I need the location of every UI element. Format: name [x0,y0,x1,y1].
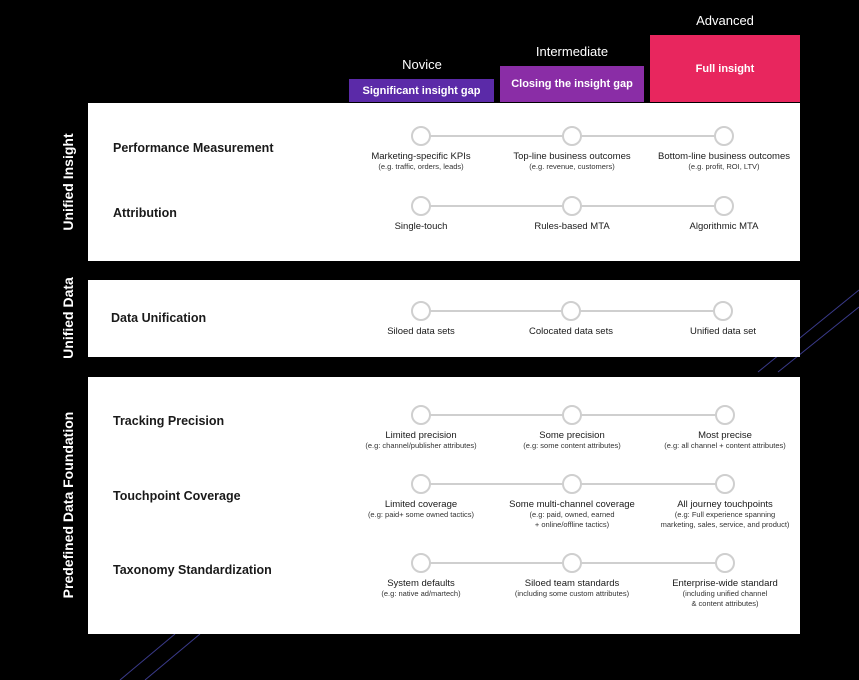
section-title-predefined-data-foundation: Predefined Data Foundation [60,411,76,599]
node-label-main: All journey touchpoints [677,499,773,510]
stage-bar-novice: Significant insight gap [349,79,494,102]
node-label-sub: (e.g: Full experience spanning [674,510,776,519]
node-label: All journey touchpoints (e.g: Full exper… [635,499,815,529]
node-label-sub: (including unified channel [682,589,768,598]
node-label-sub: (e.g: all channel + content attributes) [664,441,786,450]
node-label-sub: (e.g. profit, ROI, LTV) [688,162,760,171]
row-title-attribution: Attribution [113,206,177,220]
milestone-node [411,405,431,425]
node-label: Bottom-line business outcomes (e.g. prof… [644,151,804,172]
panel-unified-insight: Performance Measurement Marketing-specif… [88,103,800,261]
milestone-node [561,301,581,321]
node-label-main: Bottom-line business outcomes [657,151,790,162]
milestone-node [714,196,734,216]
stage-label-intermediate: Intermediate [535,44,609,59]
milestone-node [715,474,735,494]
milestone-node [562,474,582,494]
node-label-sub: & content attributes) [691,598,759,608]
milestone-node [411,474,431,494]
node-label-main: Unified data set [689,326,756,337]
node-label: Unified data set [643,326,803,337]
node-label: Top-line business outcomes (e.g. revenue… [492,151,652,172]
milestone-node [411,196,431,216]
node-label-main: Rules-based MTA [534,221,610,232]
node-label-sub: (e.g: paid, owned, earned [529,510,615,519]
row-title-data-unification: Data Unification [111,311,207,325]
stage-label-advanced: Advanced [696,13,754,28]
row-title-performance-measurement: Performance Measurement [113,141,274,155]
milestone-node [715,553,735,573]
milestone-node [411,301,431,321]
stage-label-novice: Novice [402,57,442,72]
milestone-node [562,553,582,573]
milestone-node [562,405,582,425]
node-label-main: System defaults [387,578,455,589]
node-label-sub: (including some custom attributes) [514,589,630,598]
node-label-main: Siloed data sets [387,326,455,337]
panel-predefined-data-foundation: Tracking Precision Limited precision (e.… [88,377,800,634]
row-title-tracking-precision: Tracking Precision [113,414,225,428]
node-label-main: Siloed team standards [524,578,620,589]
node-label: System defaults (e.g: native ad/martech) [341,578,501,599]
node-label: Limited precision (e.g: channel/publishe… [341,430,501,451]
milestone-node [714,126,734,146]
milestone-node [562,196,582,216]
node-label-main: Single-touch [394,221,448,232]
stage-bar-intermediate: Closing the insight gap [500,66,644,102]
milestone-node [411,126,431,146]
milestone-node [713,301,733,321]
section-title-unified-data: Unified Data [60,277,76,359]
node-label: Siloed data sets [341,326,501,337]
node-label-sub: (e.g. traffic, orders, leads) [378,162,464,171]
node-label: Limited coverage (e.g: paid+ some owned … [341,499,501,520]
node-label-main: Marketing-specific KPIs [371,151,471,162]
milestone-node [411,553,431,573]
node-label-main: Algorithmic MTA [689,221,759,232]
node-label: Rules-based MTA [492,221,652,232]
stage-bar-advanced: Full insight [650,35,800,102]
milestone-node [562,126,582,146]
node-label-main: Some multi-channel coverage [509,499,635,510]
node-label: Enterprise-wide standard (including unif… [645,578,805,608]
node-label: Some multi-channel coverage (e.g: paid, … [492,499,652,529]
node-label-main: Some precision [539,430,605,441]
node-label-sub: (e.g: channel/publisher attributes) [365,441,477,450]
node-label-sub: marketing, sales, service, and product) [660,519,790,529]
node-label-main: Limited coverage [384,499,458,510]
node-label: Algorithmic MTA [644,221,804,232]
node-label-main: Colocated data sets [529,326,613,337]
node-label: Single-touch [341,221,501,232]
section-title-unified-insight: Unified Insight [60,133,76,231]
node-label: Most precise (e.g: all channel + content… [645,430,805,451]
row-title-touchpoint-coverage: Touchpoint Coverage [113,489,241,503]
node-label: Some precision (e.g: some content attrib… [492,430,652,451]
panel-unified-data: Data Unification Siloed data sets Coloca… [88,280,800,357]
node-label-main: Enterprise-wide standard [672,578,778,589]
node-label-main: Most precise [698,430,752,441]
node-label-sub: (e.g. revenue, customers) [529,162,615,171]
node-label-sub: + online/offline tactics) [534,519,610,529]
node-label-main: Limited precision [385,430,457,441]
node-label-main: Top-line business outcomes [513,151,631,162]
node-label: Colocated data sets [491,326,651,337]
node-label: Marketing-specific KPIs (e.g. traffic, o… [341,151,501,172]
row-title-taxonomy-standardization: Taxonomy Standardization [113,563,272,577]
node-label: Siloed team standards (including some cu… [492,578,652,599]
node-label-sub: (e.g: some content attributes) [523,441,621,450]
node-label-sub: (e.g: paid+ some owned tactics) [367,510,475,519]
milestone-node [715,405,735,425]
node-label-sub: (e.g: native ad/martech) [381,589,461,598]
